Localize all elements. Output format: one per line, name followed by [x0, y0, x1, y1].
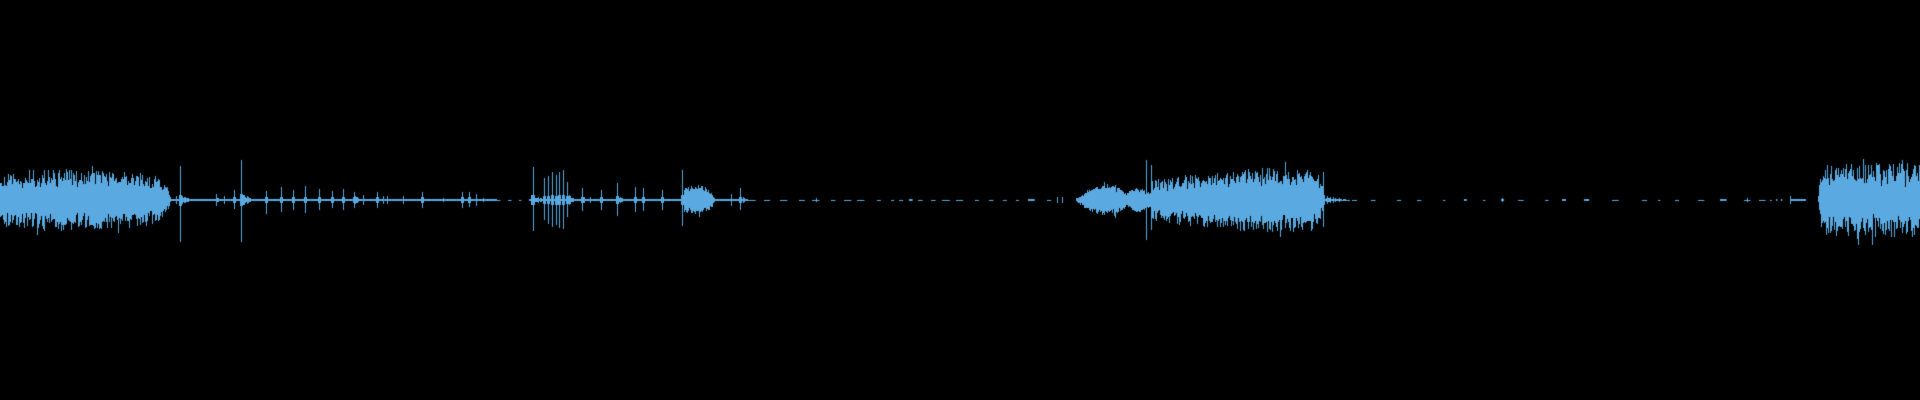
waveform-track	[0, 0, 1920, 400]
waveform-canvas[interactable]	[0, 0, 1920, 400]
